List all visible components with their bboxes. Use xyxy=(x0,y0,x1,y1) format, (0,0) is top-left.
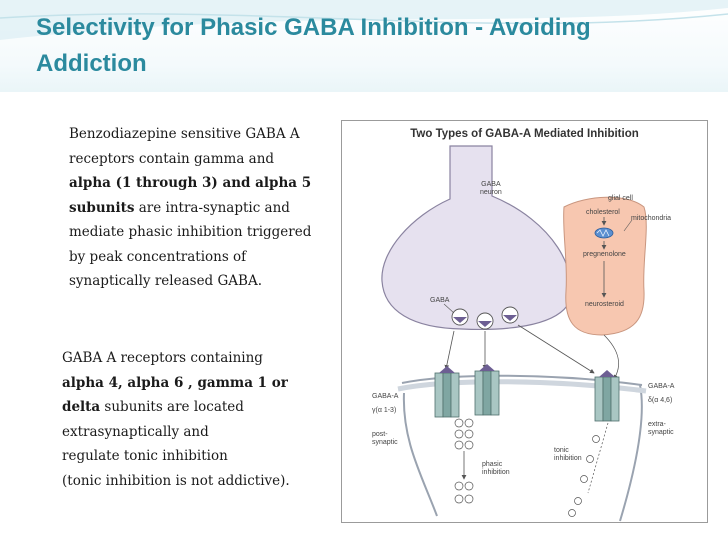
label-glial-cell: glial cell xyxy=(608,195,633,202)
gaba-neuron-shape xyxy=(381,145,572,330)
gaba-inhibition-figure: Two Types of GABA-A Mediated Inhibition xyxy=(341,120,708,523)
label-gaba-neuron: GABA neuron xyxy=(480,181,502,196)
text-rest: are intra-synaptic and xyxy=(134,199,290,216)
label-gaba-a-right: GABA-A xyxy=(648,383,675,390)
label-gaba: GABA xyxy=(430,297,450,304)
receptor-synaptic-1 xyxy=(434,366,460,418)
vesicle-left xyxy=(451,308,469,326)
text-line: by peak concentrations of xyxy=(69,248,247,265)
label-post-synaptic: post- synaptic xyxy=(372,431,398,446)
text-line: Benzodiazepine sensitive GABA A xyxy=(69,126,300,142)
label-neurosteroid: neurosteroid xyxy=(585,301,624,308)
figure-illustration xyxy=(381,145,647,522)
title-band xyxy=(0,0,728,92)
chloride-ions-tonic xyxy=(568,435,600,517)
label-tonic-inhibition: tonic inhibition xyxy=(554,447,582,462)
label-subunits-left: γ(α 1-3) xyxy=(372,407,397,414)
chloride-ions-phasic xyxy=(454,418,474,504)
paragraph-phasic: Benzodiazepine sensitive GABA A receptor… xyxy=(69,122,311,294)
label-phasic-inhibition: phasic inhibition xyxy=(482,461,510,476)
header-swoosh-decoration xyxy=(0,0,728,40)
text-line: receptors contain gamma and xyxy=(69,150,275,167)
text-line-bold: alpha 4, alpha 6 , gamma 1 or xyxy=(62,374,288,391)
label-extra-synaptic: extra- synaptic xyxy=(648,421,674,436)
label-mitochondria: mitochondria xyxy=(631,215,672,222)
glial-cell-shape xyxy=(563,196,647,336)
text-line-bold: alpha (1 through 3) and alpha 5 xyxy=(69,175,312,191)
vesicle-middle xyxy=(476,312,494,330)
slide-title: Selectivity for Phasic GABA Inhibition -… xyxy=(36,14,591,77)
text-line: subunits are intra-synaptic and xyxy=(69,196,311,221)
figure-title: Two Types of GABA-A Mediated Inhibition xyxy=(410,128,639,140)
receptor-extrasynaptic xyxy=(594,370,620,422)
text-line: extrasynaptically and xyxy=(62,423,209,440)
bold-term: subunits xyxy=(69,199,135,216)
label-pregnenolone: pregnenolone xyxy=(583,251,626,258)
paragraph-tonic: GABA A receptors containing alpha 4, alp… xyxy=(62,346,290,493)
text-rest: subunits are located xyxy=(100,399,244,415)
text-line: (tonic inhibition is not addictive). xyxy=(62,472,290,489)
mitochondrion xyxy=(594,227,614,239)
text-line: delta subunits are located xyxy=(62,395,290,420)
label-cholesterol: cholesterol xyxy=(586,209,620,216)
label-subunits-right: δ(α 4,6) xyxy=(648,397,673,404)
text-line: mediate phasic inhibition triggered xyxy=(69,224,312,240)
bold-term: delta xyxy=(62,399,101,415)
text-line: GABA A receptors containing xyxy=(62,350,263,366)
text-line: regulate tonic inhibition xyxy=(62,448,228,464)
vesicle-right xyxy=(501,306,519,324)
receptor-synaptic-2 xyxy=(474,364,500,416)
text-line: synaptically released GABA. xyxy=(69,273,262,289)
label-gaba-a-left: GABA-A xyxy=(372,393,399,400)
